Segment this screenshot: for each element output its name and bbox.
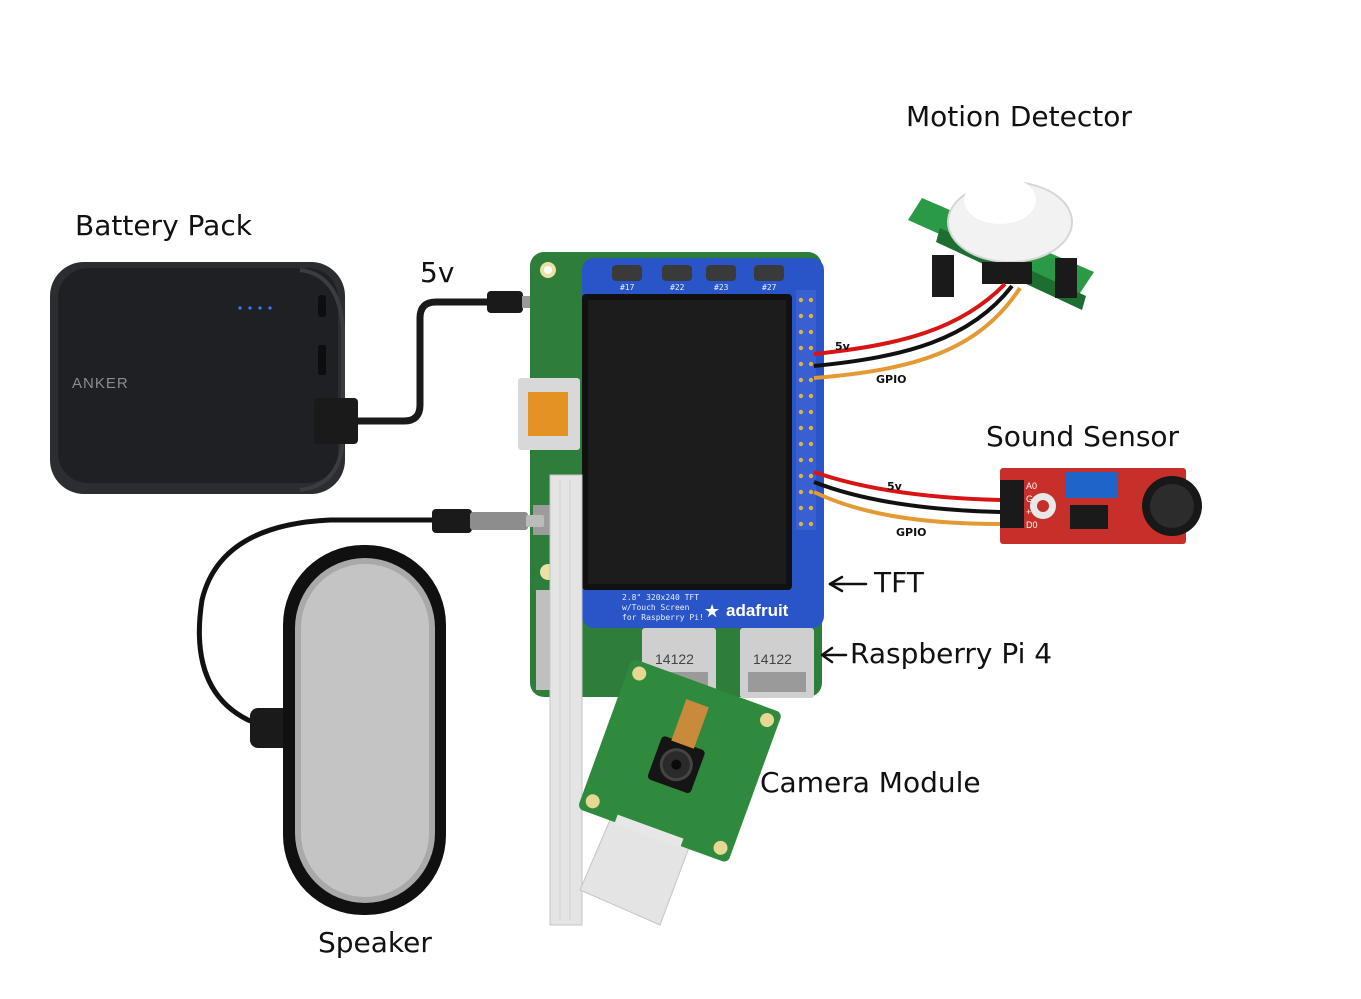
- tft-button-label: #27: [762, 283, 777, 292]
- sound-wires: [813, 470, 1001, 526]
- camera-module: [579, 659, 781, 862]
- sound-pin-label: G: [1026, 494, 1033, 504]
- usb-port-label: 14122: [655, 651, 694, 667]
- sound-pin-label: +: [1026, 507, 1031, 517]
- motion-signal-wire-label: GPIO: [876, 373, 907, 386]
- adafruit-logo: adafruit: [726, 601, 789, 620]
- sound-sensor-label: Sound Sensor: [986, 420, 1180, 453]
- star-icon: ★: [704, 601, 720, 622]
- camera-ribbon-cable: [549, 474, 691, 926]
- tft-buttons: #17 #22 #23 #27: [612, 265, 784, 292]
- motion-detector: [908, 176, 1094, 310]
- tft-display: #17 #22 #23 #27 2.8" 320x240 TFT w: [582, 258, 824, 628]
- camera-module-label: Camera Module: [760, 766, 981, 799]
- tft-button-label: #17: [620, 283, 635, 292]
- sound-signal-wire-label: GPIO: [896, 526, 927, 539]
- usb-port-label: 14122: [753, 651, 792, 667]
- power-cable: [314, 291, 534, 444]
- usb-port: 14122: [740, 628, 814, 698]
- motion-detector-label: Motion Detector: [906, 100, 1132, 133]
- battery-label: Battery Pack: [75, 209, 253, 242]
- raspberry-pi-label: Raspberry Pi 4: [850, 637, 1052, 670]
- speaker: [196, 509, 544, 915]
- tft-label: TFT: [873, 566, 925, 599]
- pi-arrow-icon: [820, 646, 848, 664]
- battery-voltage-label: 5v: [420, 256, 454, 289]
- sound-pin-label: A0: [1026, 481, 1037, 491]
- sound-pin-label: D0: [1026, 520, 1038, 530]
- tft-button-label: #22: [670, 283, 685, 292]
- tft-caption-line: w/Touch Screen: [622, 603, 690, 612]
- sound-power-wire-label: 5v: [887, 480, 903, 493]
- battery-pack: ANKER: [50, 262, 345, 494]
- battery-brand: ANKER: [72, 375, 129, 392]
- tft-caption-line: for Raspberry Pi!: [622, 613, 704, 622]
- motion-power-wire-label: 5v: [835, 340, 851, 353]
- motion-wires: [813, 282, 1022, 380]
- tft-caption-line: 2.8" 320x240 TFT: [622, 593, 699, 602]
- sound-sensor: A0 G + D0: [1000, 468, 1202, 544]
- tft-button-label: #23: [714, 283, 729, 292]
- speaker-label: Speaker: [318, 926, 432, 959]
- tft-arrow-icon: [828, 575, 868, 593]
